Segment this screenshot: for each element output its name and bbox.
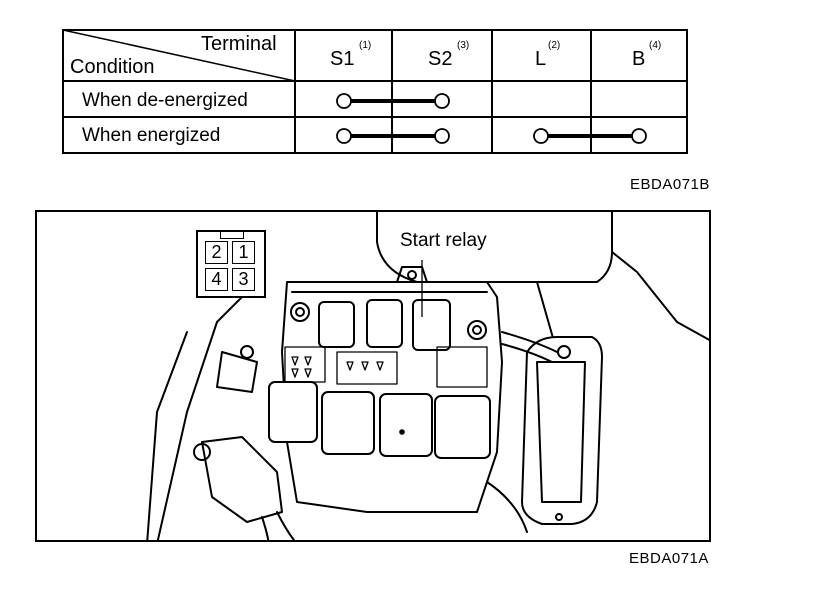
column-b-sup: (4) xyxy=(649,40,662,51)
relay-box-illustration xyxy=(35,210,711,542)
header-terminal: Terminal xyxy=(201,33,277,55)
column-s2: S2 xyxy=(428,48,453,70)
header-condition: Condition xyxy=(70,56,155,78)
connection-l-b-energized xyxy=(533,128,647,144)
terminal-table: Terminal Condition S1 (1) S2 (3) L (2) B… xyxy=(62,29,688,154)
pin-4: 4 xyxy=(205,268,228,291)
column-s1-sup: (1) xyxy=(359,40,372,51)
row-label-deenergized: When de-energized xyxy=(82,90,248,111)
figure-code: EBDA071A xyxy=(629,550,709,567)
pin-1: 1 xyxy=(232,241,255,264)
column-l: L xyxy=(535,48,547,70)
pin-2: 2 xyxy=(205,241,228,264)
callout-leader xyxy=(421,260,423,317)
column-s2-sup: (3) xyxy=(457,40,470,51)
pin-3: 3 xyxy=(232,268,255,291)
table-grid xyxy=(62,29,688,154)
connection-s1-s2-energized xyxy=(336,128,450,144)
connector-key xyxy=(220,232,244,239)
column-s1: S1 xyxy=(330,48,355,70)
relay-box-drawing xyxy=(146,212,709,540)
column-b: B xyxy=(632,48,646,70)
row-label-energized: When energized xyxy=(82,125,221,146)
connector-pin-diagram: 2 1 4 3 xyxy=(196,230,266,298)
start-relay-label: Start relay xyxy=(400,230,487,251)
table-code: EBDA071B xyxy=(630,176,710,193)
connection-s1-s2-deenergized xyxy=(336,93,450,109)
column-l-sup: (2) xyxy=(548,40,561,51)
